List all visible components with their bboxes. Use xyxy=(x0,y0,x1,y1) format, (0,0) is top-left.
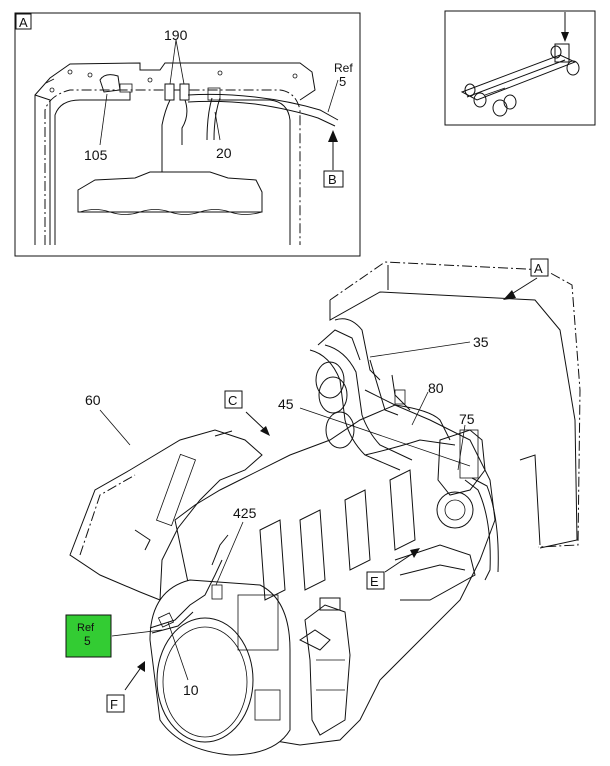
callout-ref-label: Ref xyxy=(334,61,353,75)
inset-a-label-box xyxy=(15,13,32,30)
callout-35: 35 xyxy=(473,334,489,350)
view-b-label-box xyxy=(323,170,344,188)
callout-425: 425 xyxy=(233,505,257,521)
view-c-label: C xyxy=(228,393,237,408)
callout-ref-num: 5 xyxy=(339,74,346,89)
highlight-ref-label: Ref xyxy=(77,622,95,634)
view-e-label-box xyxy=(366,571,385,590)
view-b-label: B xyxy=(328,172,337,187)
truck-chassis-icon xyxy=(444,10,596,126)
view-c-label-box xyxy=(224,390,243,409)
view-e-label: E xyxy=(370,574,379,589)
view-a-label: A xyxy=(534,261,543,276)
callout-45: 45 xyxy=(278,396,294,412)
view-f-label-box xyxy=(106,694,125,713)
engine-view: A C E F 35 80 45 75 60 425 10 Ref 5 xyxy=(65,258,581,756)
callout-75: 75 xyxy=(459,411,475,427)
inset-a-panel: A xyxy=(14,12,361,257)
highlight-ref-box[interactable] xyxy=(65,614,112,658)
view-a-label-box xyxy=(530,258,549,277)
highlight-ref-num: 5 xyxy=(84,634,91,648)
callout-10: 10 xyxy=(183,682,199,698)
callout-20: 20 xyxy=(216,145,232,161)
callout-80: 80 xyxy=(428,380,444,396)
callout-190: 190 xyxy=(164,27,188,43)
inset-a-label: A xyxy=(19,15,28,30)
view-f-label: F xyxy=(110,697,118,712)
callout-60: 60 xyxy=(85,392,101,408)
callout-105: 105 xyxy=(84,147,108,163)
